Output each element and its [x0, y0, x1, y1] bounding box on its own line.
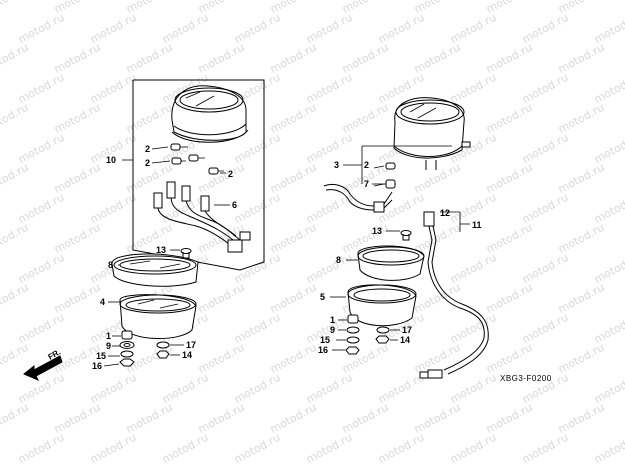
callout-4: 4: [100, 297, 105, 307]
right-meter-housing: [394, 98, 470, 170]
meter-case-8-left: [112, 254, 198, 286]
callout-14-left: 14: [182, 350, 192, 360]
callout-17-right: 17: [402, 325, 412, 335]
callout-16-right: 16: [318, 345, 328, 355]
left-meter-housing: [172, 86, 248, 142]
callout-7: 7: [364, 179, 369, 189]
leader-lines-right: [330, 146, 470, 350]
meter-housing-4-left: [120, 295, 196, 339]
bulb-sockets-right: [374, 163, 395, 188]
hardware-stack-right: [346, 315, 389, 354]
wire-harness-right: [324, 184, 392, 212]
callout-13-right: 13: [372, 226, 382, 236]
callout-labels: 10 2 2 2 6 13 8 4 1 9 15 16 17 14 3 2 7 …: [92, 144, 552, 383]
callout-1-right: 1: [330, 315, 335, 325]
callout-15-left: 15: [96, 351, 106, 361]
callout-2-right: 2: [364, 160, 369, 170]
speedometer-cable: [420, 212, 488, 378]
callout-6: 6: [232, 200, 237, 210]
front-arrow-icon: [24, 356, 62, 380]
callout-16-left: 16: [92, 361, 102, 371]
hardware-stack-left: [120, 331, 134, 366]
callout-9-right: 9: [330, 325, 335, 335]
meter-housing-5-right: [348, 285, 416, 326]
callout-2b: 2: [145, 158, 150, 168]
callout-15-right: 15: [320, 335, 330, 345]
callout-2c: 2: [228, 169, 233, 179]
screw-13-left: [181, 249, 191, 259]
hardware-17-14-left: [157, 342, 169, 358]
callout-11: 11: [472, 220, 482, 230]
callout-14-right: 14: [400, 335, 410, 345]
diagram-code: XBG3-F0200: [500, 374, 552, 383]
callout-5: 5: [320, 292, 325, 302]
callout-10: 10: [106, 155, 116, 165]
leader-lines-left: [104, 147, 230, 366]
meter-case-8-right: [358, 246, 424, 280]
callout-8-left: 8: [108, 260, 113, 270]
callout-8-right: 8: [336, 255, 341, 265]
callout-2a: 2: [145, 144, 150, 154]
callout-3: 3: [334, 160, 339, 170]
callout-1-left: 1: [106, 331, 111, 341]
assembly-bracket-10: [133, 80, 264, 270]
callout-12: 12: [440, 208, 450, 218]
bulb-sockets-left: [171, 144, 224, 174]
screw-13-right: [401, 231, 411, 241]
callout-17-left: 17: [186, 340, 196, 350]
callout-9-left: 9: [106, 341, 111, 351]
callout-13-left: 13: [156, 245, 166, 255]
wire-harness-left: [154, 182, 250, 252]
